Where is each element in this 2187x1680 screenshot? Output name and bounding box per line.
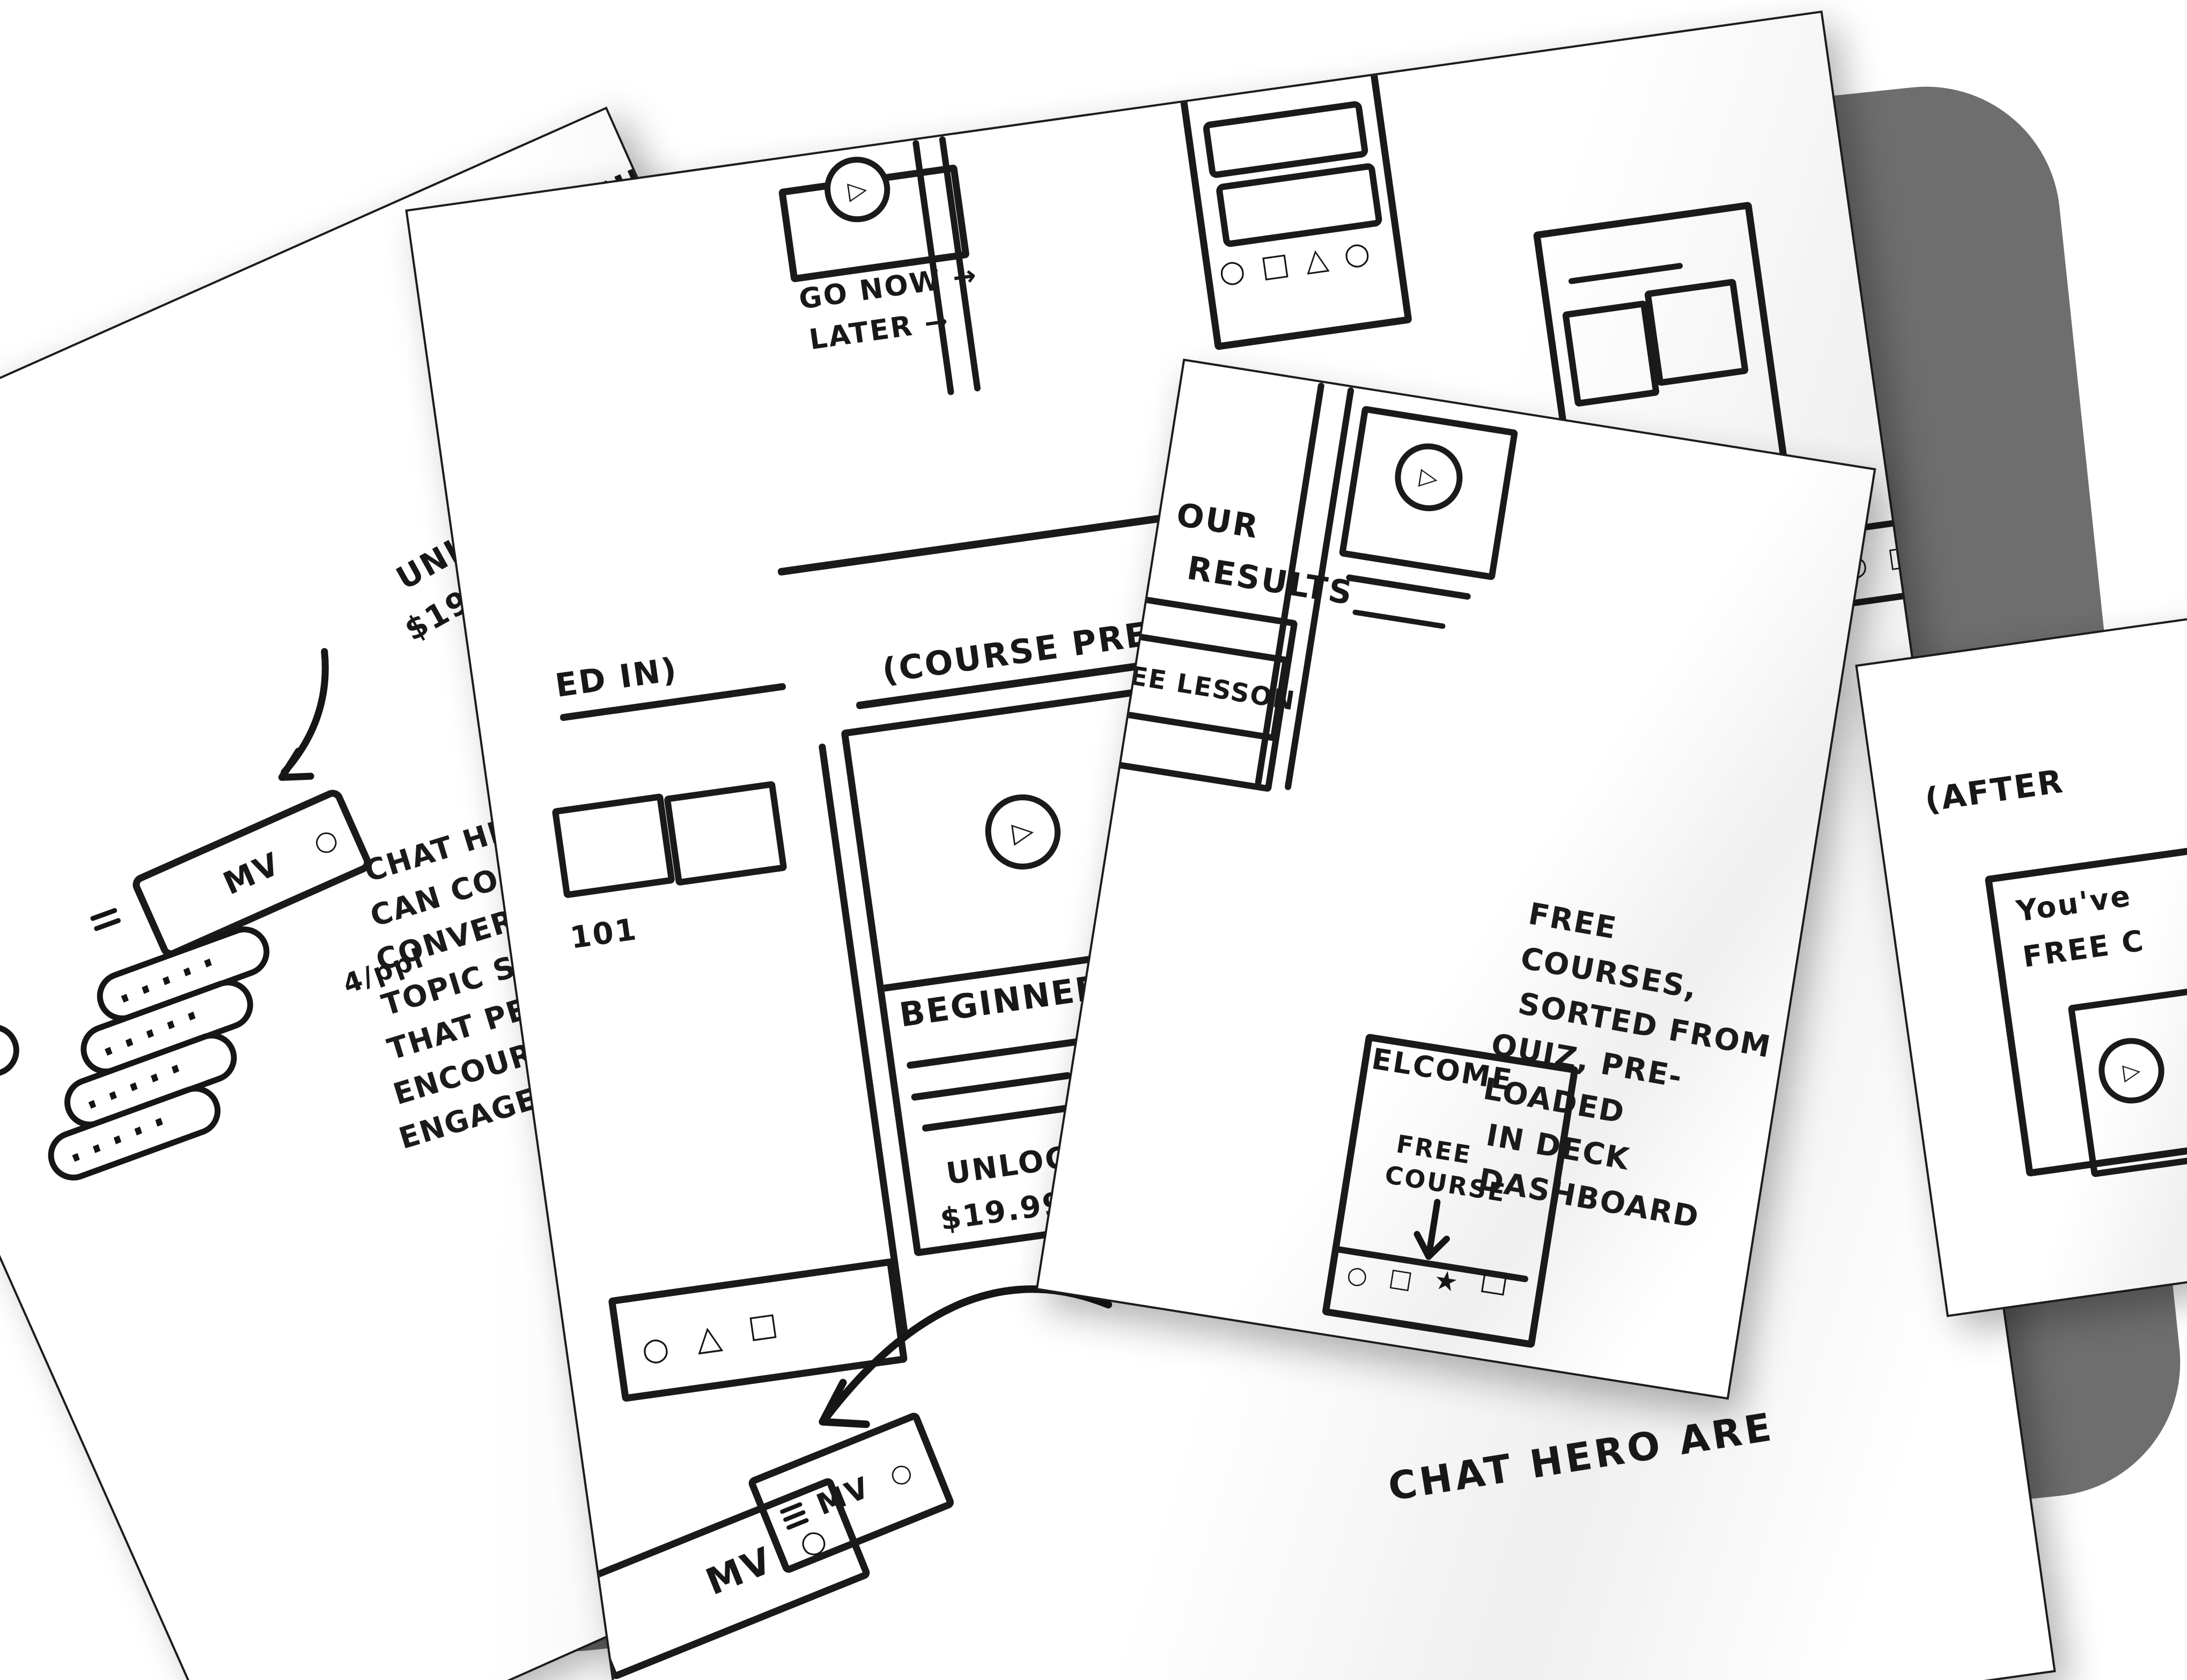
thumbnail-card [664, 780, 787, 886]
search-icon: ○ [794, 1521, 832, 1563]
free-lesson-label: REE LESSON [1107, 657, 1298, 717]
square-icon: □ [1258, 244, 1308, 285]
circle-icon: ○ [1341, 232, 1388, 273]
logged-in-fragment: ED IN) [553, 650, 680, 705]
triangle-icon: △ [693, 1316, 724, 1359]
app-title: MV [700, 1539, 779, 1604]
down-arrow-icon [1413, 1198, 1450, 1260]
circle-icon: ○ [639, 1329, 672, 1369]
sketch-sheet-chat: (COURS UNLOCK $19.99 MV ○ 4/ppl CHAT HE … [0, 106, 1176, 1680]
chat-hero-fragment: CHAT HERO ARE [1385, 1404, 1778, 1510]
thumbnail-card [1644, 278, 1749, 387]
search-icon: ○ [885, 1455, 916, 1491]
results-title-line1: OUR [1174, 496, 1262, 547]
circle-icon: ○ [1217, 250, 1264, 291]
menu-icon [88, 902, 123, 937]
placeholder-line [1345, 574, 1471, 600]
circle-icon: ○ [1345, 1260, 1370, 1291]
course-number-label: 101 [568, 912, 640, 956]
square-icon: □ [1387, 1262, 1415, 1295]
after-label: (AFTER [1922, 762, 2067, 820]
avatar [0, 1015, 28, 1085]
results-title-line2: RESULTS [1184, 549, 1356, 613]
triangle-icon: △ [1302, 238, 1346, 279]
curved-arrow-to-navbar [278, 648, 329, 781]
search-bar: MV ○ [572, 1476, 872, 1680]
square-icon: □ [746, 1305, 780, 1345]
square-icon: □ [1477, 1261, 1512, 1300]
search-icon: ○ [308, 821, 343, 860]
placeholder-line [1352, 609, 1446, 630]
star-icon: ★ [1432, 1264, 1461, 1299]
app-title: MV [218, 845, 286, 902]
thumbnail-card [1562, 300, 1660, 407]
sketch-sheet-results: OUR RESULTS REE LESSON ▷ FREE COURSES, S… [1035, 358, 1876, 1400]
thumbnail-card [551, 793, 675, 899]
